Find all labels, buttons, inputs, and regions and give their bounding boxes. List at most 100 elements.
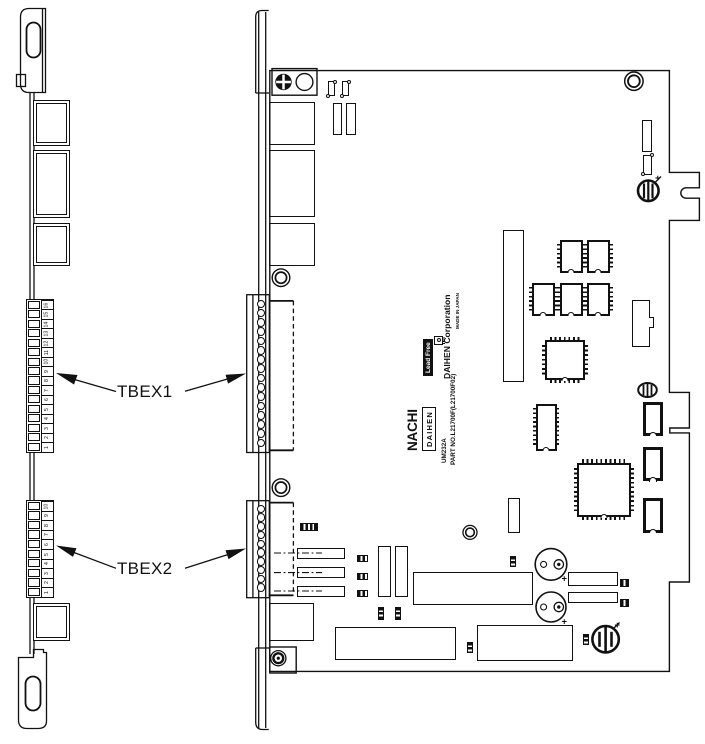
- terminal-pin: [256, 522, 266, 531]
- top-bracket-side: [15, 7, 47, 94]
- terminal-pin: [256, 336, 266, 346]
- dip-ic: [583, 282, 613, 317]
- edge-connector-plan-2: [269, 150, 315, 217]
- svg-text:+: +: [655, 173, 661, 184]
- terminal-number-cell: 8: [41, 375, 53, 386]
- terminal-number-cell: 9: [41, 366, 53, 376]
- terminal-pin: [256, 345, 266, 355]
- lead-free-badge: Lead Free: [423, 339, 433, 376]
- terminal-screw: [28, 310, 40, 319]
- terminal-screw: [28, 501, 40, 510]
- terminal-pin: [256, 355, 266, 364]
- terminal-screw: [28, 511, 40, 520]
- dip-ic: [556, 282, 586, 317]
- cap-hatched-bottom: [591, 622, 621, 654]
- jumper-block-icon: [466, 642, 473, 653]
- resistor-rect: [642, 120, 652, 152]
- svg-text:+: +: [562, 617, 568, 628]
- edge-connector-plan-3: [269, 223, 315, 266]
- side-connector-box-1: [33, 100, 70, 146]
- relay-socket-rect: [297, 547, 345, 559]
- terminal-pin: [256, 364, 266, 374]
- component-rect: [394, 546, 408, 597]
- bottom-bracket-side: [17, 648, 48, 730]
- edge-connector-plan-1: [269, 102, 315, 145]
- dip-ic: [556, 239, 586, 274]
- terminal-screw: [28, 423, 40, 432]
- tbex1-arrows: [56, 373, 246, 393]
- terminal-number-cell: 13: [41, 328, 53, 338]
- terminal-number-cell: 16: [41, 300, 53, 310]
- cap-electrolytic-2: [535, 591, 567, 623]
- terminal-number-cell: 1: [41, 442, 53, 452]
- terminal-pin: [256, 327, 266, 337]
- terminal-number-cell: 10: [41, 501, 53, 511]
- smd-connector-icon: [619, 579, 629, 587]
- dip-ic: [532, 403, 560, 452]
- terminal-number-cell: 4: [41, 413, 53, 424]
- dip-ic: [583, 239, 613, 274]
- terminal-screw: [28, 520, 40, 530]
- mounting-holes: [271, 71, 644, 541]
- terminal-pin: [256, 557, 266, 566]
- terminal-number-cell: 6: [41, 539, 53, 549]
- terminal-number-cell: 6: [41, 394, 53, 405]
- terminal-number-cell: 10: [41, 356, 53, 367]
- terminal-number-cell: 1: [41, 587, 53, 597]
- component-rect: [378, 546, 391, 597]
- jumper-block-icon: [377, 606, 384, 620]
- terminal-screw: [28, 540, 40, 549]
- component-rect: [568, 591, 618, 603]
- terminal-screw: [28, 414, 40, 423]
- board-outline: [269, 69, 701, 673]
- tbex1-plan-housing: [246, 294, 295, 454]
- corporation-text: DAIHEN Corporation: [441, 294, 452, 379]
- terminal-pin: [256, 565, 266, 575]
- origin-text: MADE IN JAPAN: [454, 293, 460, 329]
- terminal-number-cell: 5: [41, 548, 53, 559]
- side-connector-box-4: [33, 603, 70, 641]
- terminal-screw: [28, 338, 40, 347]
- cap-electrolytic-1: [534, 547, 568, 582]
- terminal-screw: [28, 578, 40, 587]
- board-part-number: PART NO.L21700F(L21700F02): [449, 373, 457, 465]
- relay-black-dip: [642, 497, 663, 534]
- arrowhead-icon: [56, 545, 77, 557]
- terminal-screw: [28, 433, 40, 442]
- terminal-screw: [28, 329, 40, 338]
- terminal-pin: [256, 420, 266, 429]
- terminal-screw: [28, 442, 40, 451]
- terminal-pin: [256, 583, 266, 592]
- terminal-number-cell: 11: [41, 347, 53, 357]
- terminal-screw: [28, 568, 40, 578]
- top-corner-block: [271, 67, 318, 96]
- svg-text:+: +: [615, 620, 621, 631]
- hidden-centerlines: [274, 552, 322, 592]
- nachi-logo: NACHI: [405, 409, 420, 451]
- regulator-tab: [649, 317, 654, 328]
- terminal-screw: [28, 376, 40, 385]
- relay-socket-rect: [297, 567, 345, 579]
- pin-header-connector: [503, 230, 524, 382]
- terminal-pin: [256, 438, 266, 448]
- board-model-text: UM232A: [441, 438, 448, 463]
- side-connector-box-3: [33, 223, 70, 266]
- terminal-pin: [256, 318, 266, 327]
- qfp-ic-large: [573, 459, 634, 521]
- terminal-screw: [28, 395, 40, 404]
- arrowhead-icon: [225, 548, 246, 560]
- polarity-marks: + + + +: [562, 173, 662, 631]
- test-pin-icon: [640, 153, 654, 176]
- terminal-number-cell: 2: [41, 432, 53, 443]
- jumper-block-icon: [394, 606, 401, 620]
- terminal-number-cell: 3: [41, 423, 53, 433]
- resistor-rect: [508, 498, 520, 533]
- terminal-pin: [256, 308, 266, 318]
- daihen-logo-box: DAIHEN: [422, 407, 436, 451]
- tbex1-terminal-plan-view: [253, 297, 270, 451]
- terminal-pin: [256, 429, 266, 439]
- arrowhead-icon: [225, 373, 246, 384]
- terminal-pin: [256, 513, 266, 522]
